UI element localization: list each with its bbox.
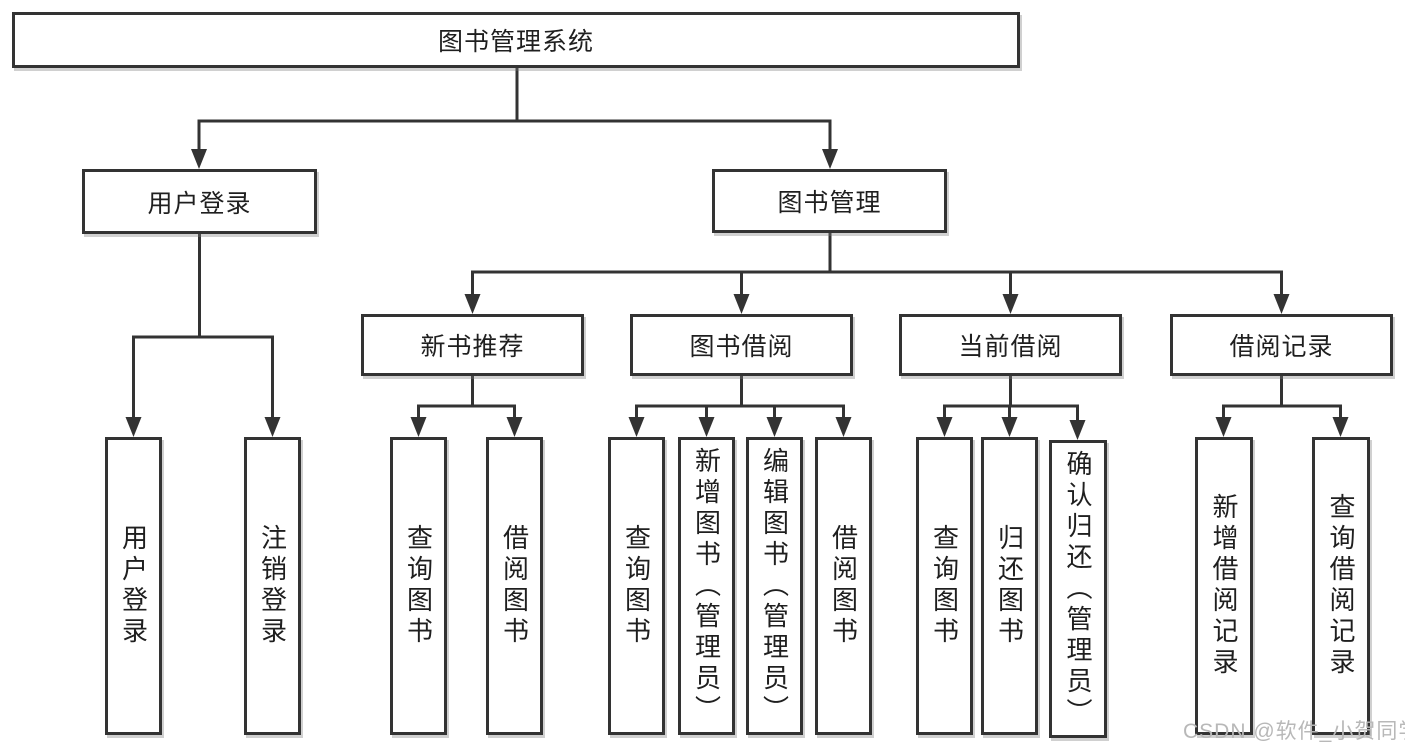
leaf-query-borrow-record: 查询借阅记录	[1312, 437, 1370, 735]
node-book-borrow: 图书借阅	[630, 314, 853, 376]
leaf-confirm-return-admin: 确认归还（管理员）	[1049, 440, 1107, 738]
leaf-query-books-1: 查询图书	[390, 437, 447, 735]
csdn-watermark: CSDN @软件_小贺同学	[1183, 720, 1405, 743]
node-current-borrow: 当前借阅	[899, 314, 1122, 376]
leaf-logout: 注销登录	[244, 437, 301, 735]
leaf-user-login: 用户登录	[105, 437, 162, 735]
leaf-borrow-books-2: 借阅图书	[815, 437, 872, 735]
leaf-add-books-admin: 新增图书（管理员）	[678, 437, 735, 735]
leaf-query-books-3: 查询图书	[916, 437, 973, 735]
node-borrow-records: 借阅记录	[1170, 314, 1393, 376]
node-root: 图书管理系统	[12, 12, 1020, 68]
leaf-borrow-books-1: 借阅图书	[486, 437, 543, 735]
leaf-edit-books-admin: 编辑图书（管理员）	[746, 437, 803, 735]
leaf-add-borrow-record: 新增借阅记录	[1195, 437, 1253, 735]
leaf-query-books-2: 查询图书	[608, 437, 665, 735]
node-book-management: 图书管理	[712, 169, 947, 233]
leaf-return-books: 归还图书	[981, 437, 1038, 735]
node-new-book-recommend: 新书推荐	[361, 314, 584, 376]
node-user-login: 用户登录	[82, 169, 317, 234]
